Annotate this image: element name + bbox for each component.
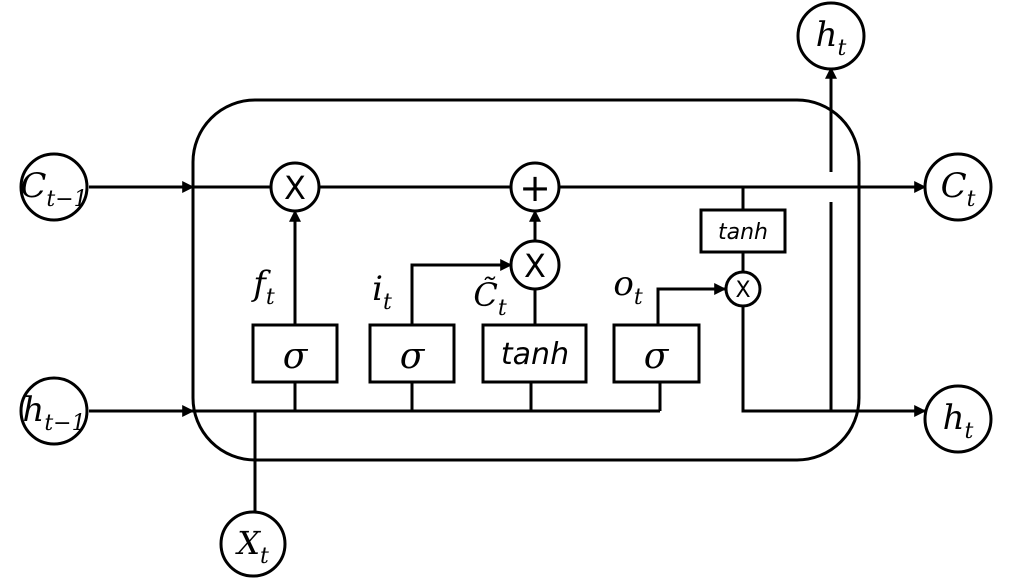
- input-gate: σ: [368, 323, 456, 384]
- x-input-sub: t: [260, 544, 269, 569]
- forget-signal-sub: t: [266, 285, 275, 310]
- connections: [89, 66, 927, 512]
- hidden-prev-base: h: [22, 390, 44, 430]
- output-gate-label: σ: [644, 336, 670, 377]
- cell-prev-base: C: [20, 166, 46, 206]
- hidden-top-base: h: [816, 15, 838, 55]
- candidate-signal-sub: t: [498, 296, 507, 321]
- output-signal-base: o: [613, 264, 633, 304]
- output-signal-label: ot: [613, 264, 642, 310]
- input-signal-label: it: [372, 269, 392, 315]
- svg-text:Xt: Xt: [234, 524, 269, 569]
- cell-prev-sub: t−1: [46, 187, 87, 212]
- candidate-gate-label: tanh: [501, 337, 569, 372]
- cell-add-symbol: +: [519, 166, 551, 210]
- input-gate-label: σ: [400, 336, 426, 377]
- hidden-right-sub: t: [965, 419, 974, 444]
- output-multiply-symbol: X: [735, 278, 750, 303]
- input-arrow: [410, 259, 513, 325]
- input-signal-base: i: [372, 269, 383, 309]
- candidate-signal-label: C̃t: [473, 276, 506, 321]
- input-multiply-operator: X: [509, 239, 561, 291]
- cell-tanh-label: tanh: [718, 220, 768, 245]
- x-input-base: X: [234, 524, 261, 562]
- cell-prev-node: Ct−1: [19, 152, 89, 222]
- candidate-gate: tanh: [481, 323, 588, 384]
- output-gate: σ: [612, 323, 701, 384]
- lstm-cell-boundary: [191, 98, 861, 462]
- hidden-prev-sub: t−1: [44, 411, 85, 436]
- svg-text:Ct: Ct: [941, 166, 976, 212]
- svg-text:ht: ht: [943, 398, 974, 444]
- svg-text:ht: ht: [816, 15, 847, 61]
- hidden-prev-node: ht−1: [19, 376, 89, 446]
- output-signal-sub: t: [634, 285, 643, 310]
- output-multiply-operator: X: [724, 270, 762, 308]
- hidden-right-base: h: [943, 398, 965, 438]
- cell-next-base: C: [941, 166, 967, 206]
- svg-text:Ct−1: Ct−1: [20, 166, 87, 212]
- output-arrow: [656, 283, 727, 325]
- hidden-right-node: ht: [923, 384, 993, 454]
- forget-multiply-operator: X: [269, 161, 321, 213]
- x-input-node: Xt: [219, 510, 287, 578]
- forget-gate-label: σ: [283, 336, 309, 377]
- hidden-output-line: [741, 307, 927, 417]
- candidate-signal-base: C̃: [473, 276, 497, 314]
- hidden-top-node: ht: [796, 1, 866, 71]
- forget-multiply-symbol: X: [284, 169, 306, 207]
- input-signal-sub: t: [383, 290, 392, 315]
- cell-add-operator: +: [509, 161, 561, 213]
- forget-gate: σ: [251, 323, 339, 384]
- cell-tanh-gate: tanh: [699, 208, 787, 254]
- hidden-top-sub: t: [838, 36, 847, 61]
- cell-next-sub: t: [967, 187, 976, 212]
- input-multiply-symbol: X: [524, 247, 546, 285]
- svg-text:ht−1: ht−1: [22, 390, 85, 436]
- forget-signal-label: ft: [250, 264, 275, 310]
- cell-next-node: Ct: [923, 152, 993, 222]
